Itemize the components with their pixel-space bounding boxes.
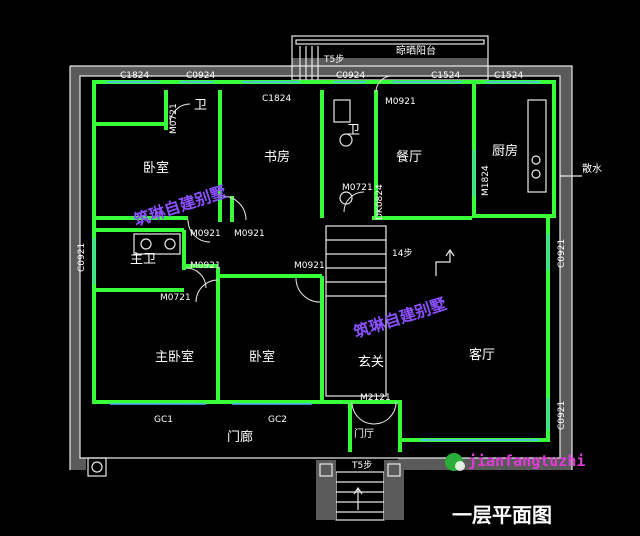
- outer-outline: [69, 65, 573, 470]
- label-steps-bottom: T5步: [351, 460, 372, 471]
- label-drain: 散水: [582, 162, 602, 175]
- room-entry-hall: 门厅: [354, 427, 374, 440]
- drawing-title: 一层平面图: [452, 503, 552, 527]
- porch-pillar-left-core: [91, 461, 103, 473]
- interior-stairs: [325, 225, 455, 397]
- label-m2121: M2121: [360, 393, 391, 403]
- label-gc1: GC1: [154, 415, 173, 425]
- room-wc-north: 卫: [194, 98, 207, 113]
- room-kitchen: 厨房: [492, 143, 518, 159]
- label-m0921-d: M0921: [190, 261, 221, 271]
- entrance-walls: [348, 402, 402, 452]
- label-m0721-c: M0721: [160, 293, 191, 303]
- terrace-rail: [295, 39, 485, 45]
- label-m0721-b: M0721: [342, 183, 373, 193]
- label-c1524-a: C1524: [431, 71, 460, 81]
- label-m0721-a: M0721: [169, 103, 179, 134]
- kitchen-wall: [472, 82, 554, 218]
- label-c0921-b: C0921: [557, 239, 567, 268]
- brand-text: jianfangtuzhi: [468, 452, 585, 470]
- label-m0921-e: M0921: [294, 261, 325, 271]
- room-foyer: 玄关: [358, 355, 384, 370]
- label-m0921-c: M0921: [234, 229, 265, 239]
- room-master-bath: 主卫: [130, 252, 156, 267]
- label-c1824-a: C1824: [120, 71, 149, 81]
- room-master-bedroom: 主卧室: [155, 349, 194, 365]
- exterior-wall: [92, 80, 556, 442]
- label-c0924-a: C0924: [186, 71, 215, 81]
- room-dining: 餐厅: [396, 149, 422, 165]
- label-c0921-a: C0921: [77, 243, 87, 272]
- terrace-steps: [299, 46, 319, 80]
- label-dk0824: DK0824: [375, 184, 385, 220]
- label-c1524-b: C1524: [494, 71, 523, 81]
- porch-pillar-left: [87, 457, 107, 477]
- label-c0924-b: C0924: [336, 71, 365, 81]
- room-wc-mid: 卫: [347, 123, 360, 138]
- label-m1824: M1824: [481, 165, 491, 196]
- label-m0921-a: M0921: [385, 97, 416, 107]
- entrance-steps: [316, 460, 404, 521]
- room-living: 客厅: [469, 347, 495, 363]
- label-c1824-b: C1824: [262, 94, 291, 104]
- interior-walls: [94, 90, 472, 404]
- room-porch: 门廊: [227, 429, 253, 445]
- label-m0921-b: M0921: [190, 229, 221, 239]
- inner-apron-cut: [80, 76, 560, 458]
- pillar-left: [319, 463, 333, 477]
- label-steps-top: T5步: [323, 54, 344, 65]
- room-drying-terrace: 晾晒阳台: [396, 44, 436, 57]
- label-steps-mid: 14步: [392, 248, 412, 259]
- windows: [93, 81, 549, 441]
- label-gc2: GC2: [268, 415, 287, 425]
- doors: [169, 75, 397, 425]
- fixtures: [133, 99, 547, 255]
- pillar-right: [387, 463, 401, 477]
- wechat-icon-bubble: [455, 461, 465, 471]
- label-c0921-c: C0921: [557, 401, 567, 430]
- room-bedroom-nw: 卧室: [143, 160, 169, 176]
- room-study: 书房: [264, 149, 290, 165]
- room-bedroom-mid: 卧室: [249, 349, 275, 365]
